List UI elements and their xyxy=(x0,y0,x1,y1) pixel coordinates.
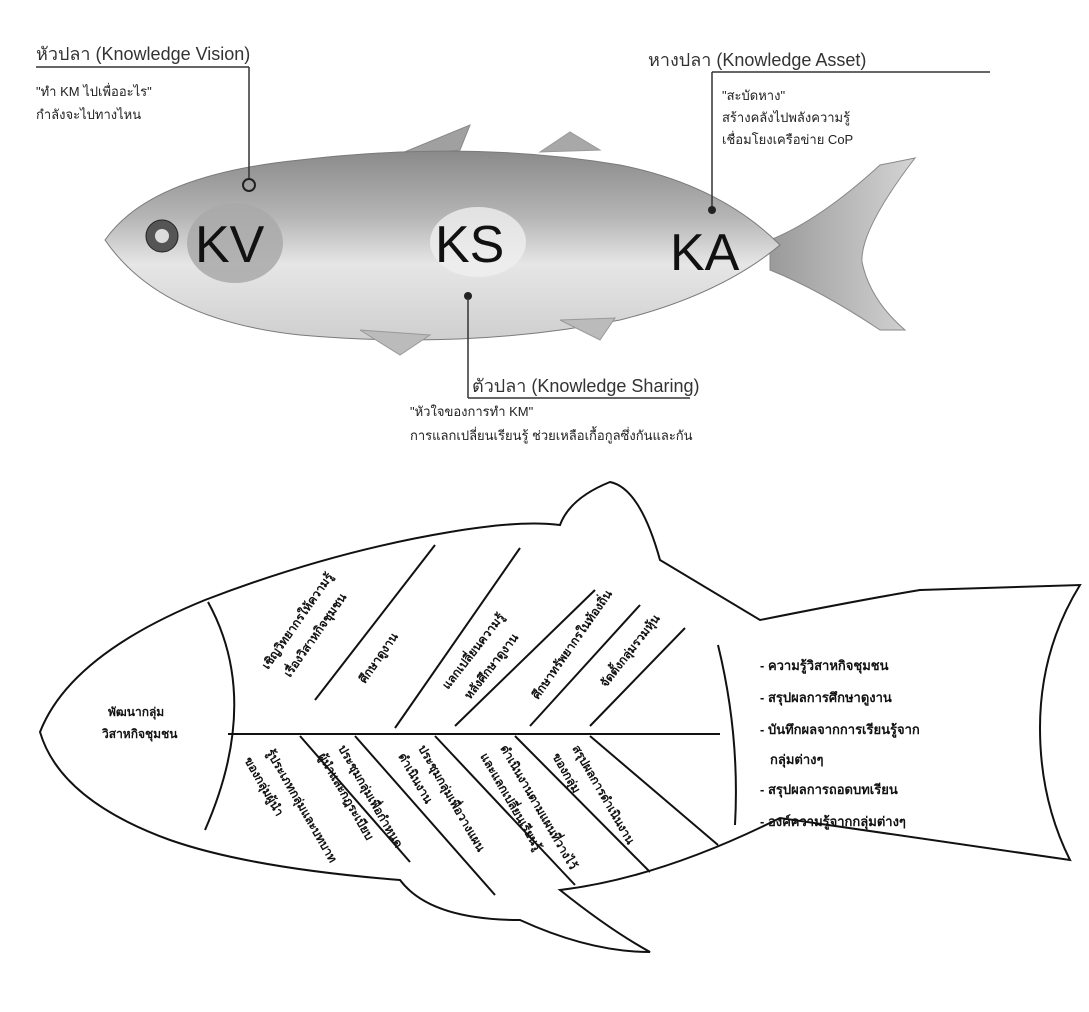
head-goal-line-2: วิสาหกิจชุมชน xyxy=(102,727,178,742)
ka-text: KA xyxy=(670,224,740,282)
body-desc-2: การแลกเปลี่ยนเรียนรู้ ช่วยเหลือเกื้อกูลซ… xyxy=(410,426,693,444)
tail-desc-1: "สะบัดหาง" xyxy=(722,88,785,103)
tail-knowledge-list: - ความรู้วิสาหกิจชุมชน - สรุปผลการศึกษาด… xyxy=(760,658,920,830)
outline-fish xyxy=(40,482,1080,952)
ks-text: KS xyxy=(435,216,504,274)
lower-bone-labels: รู้ประเภทกลุ่มและบทบาท ของกลุ่มผู้นำ ประ… xyxy=(241,742,638,873)
upper-label-5a: จัดตั้งกลุ่มรวมหุ้น xyxy=(595,609,664,690)
body-desc-1: "หัวใจของการทำ KM" xyxy=(410,404,534,419)
head-desc-2: กำลังจะไปทางไหน xyxy=(36,107,141,122)
head-callout: หัวปลา (Knowledge Vision) "ทำ KM ไปเพื่อ… xyxy=(36,44,250,178)
tail-item-6: - องค์ความรู้จากกลุ่มต่างๆ xyxy=(760,814,906,830)
tail-desc-2: สร้างคลังไปพลังความรู้ xyxy=(722,110,850,126)
outline-fish-body xyxy=(40,482,1080,952)
body-label: ตัวปลา (Knowledge Sharing) xyxy=(472,376,699,396)
tail-item-2: - สรุปผลการศึกษาดูงาน xyxy=(760,690,892,706)
kv-text: KV xyxy=(195,216,265,274)
tail-label: หางปลา (Knowledge Asset) xyxy=(648,50,866,70)
tail-item-1: - ความรู้วิสาหกิจชุมชน xyxy=(760,658,889,674)
head-label: หัวปลา (Knowledge Vision) xyxy=(36,44,250,64)
upper-bone-labels: เชิญวิทยากรให้ความรู้ เรื่องวิสาหกิจชุมช… xyxy=(258,569,664,702)
outline-fish-head-text: พัฒนากลุ่ม วิสาหกิจชุมชน xyxy=(102,705,178,742)
lower-label-5a: สรุปผลการดำเนินงาน xyxy=(569,743,638,848)
tail-item-4: กลุ่มต่างๆ xyxy=(770,752,823,768)
tail-item-3: - บันทึกผลจากการเรียนรู้จาก xyxy=(760,722,920,738)
photo-fish-tail xyxy=(770,158,915,330)
upper-label-3b: หลังศึกษาดูงาน xyxy=(461,630,522,702)
photo-fish: KV KS KA xyxy=(105,125,915,355)
tail-desc-3: เชื่อมโยงเครือข่าย CoP xyxy=(722,131,853,147)
tail-item-5: - สรุปผลการถอดบทเรียน xyxy=(760,782,898,798)
head-desc-1: "ทำ KM ไปเพื่ออะไร" xyxy=(36,83,152,99)
head-goal-line-1: พัฒนากลุ่ม xyxy=(108,705,164,720)
